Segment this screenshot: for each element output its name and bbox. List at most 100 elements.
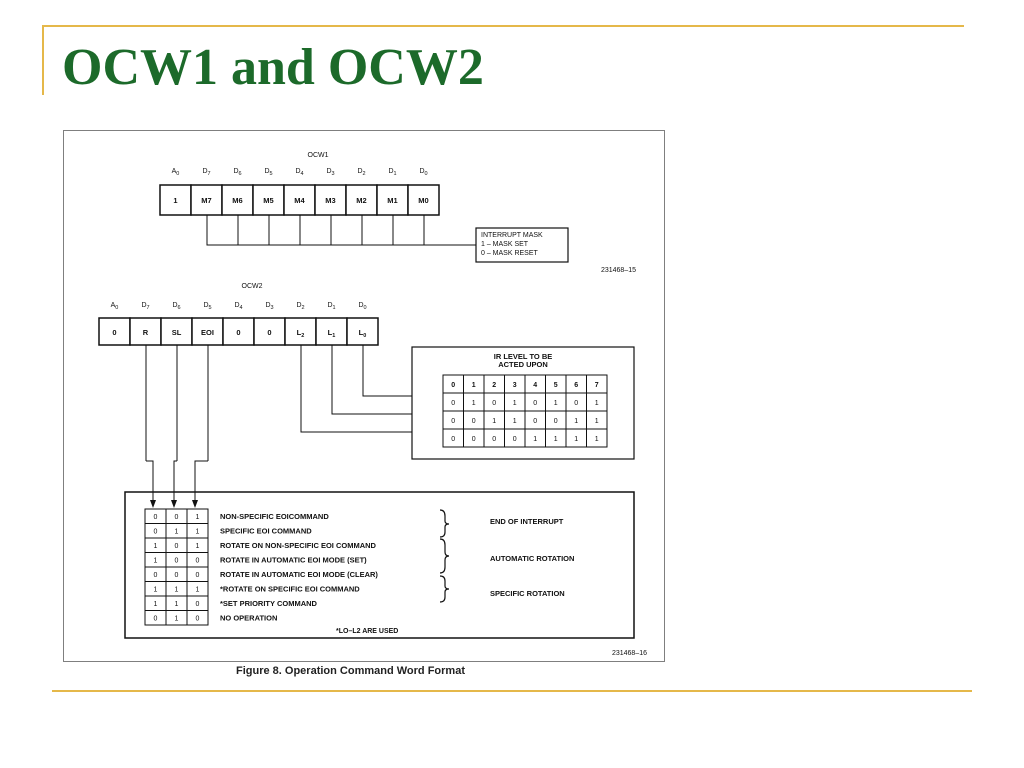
ir-table-value: 5 xyxy=(554,382,558,389)
ir-table-value: 0 xyxy=(451,436,455,443)
ir-table-value: 0 xyxy=(451,418,455,425)
ocw1-cell-text: M5 xyxy=(263,196,273,205)
command-label: SPECIFIC EOI COMMAND xyxy=(220,527,312,536)
ir-table-value: 7 xyxy=(595,382,599,389)
ocw2-figure-number: 231468–16 xyxy=(612,650,647,657)
ocw2-bit-label: D7 xyxy=(141,302,149,311)
command-bit-value: 0 xyxy=(154,514,158,521)
ocw2-cell-text: SL xyxy=(172,328,182,337)
ocw2-cell-text: R xyxy=(143,328,149,337)
ocw1-cell xyxy=(376,184,409,216)
bottom-rule xyxy=(52,690,972,692)
command-bit-value: 0 xyxy=(175,558,179,565)
ir-table-value: 1 xyxy=(472,400,476,407)
ir-title-line-2: ACTED UPON xyxy=(498,360,548,369)
command-label: *ROTATE ON SPECIFIC EOI COMMAND xyxy=(220,585,360,594)
ocw1-bit-label: D2 xyxy=(357,168,365,177)
ocw1-cell-text: 1 xyxy=(173,196,177,205)
ir-table-value: 0 xyxy=(533,400,537,407)
command-bit-value: 0 xyxy=(196,558,200,565)
command-lines xyxy=(145,345,209,506)
ocw2-bit-label: D5 xyxy=(203,302,211,311)
ocw1-cell-text: M0 xyxy=(418,196,428,205)
ir-table-value: 0 xyxy=(492,400,496,407)
ocw1-bit-label: D5 xyxy=(264,168,272,177)
command-bit-value: 1 xyxy=(154,587,158,594)
ocw1-figure-number: 231468–15 xyxy=(601,267,636,274)
command-bit-value: 0 xyxy=(154,529,158,536)
command-label: ROTATE ON NON-SPECIFIC EOI COMMAND xyxy=(220,541,377,550)
ir-table-value: 0 xyxy=(574,400,578,407)
ocw1-cell-text: M7 xyxy=(201,196,211,205)
ir-table-value: 1 xyxy=(513,418,517,425)
group-specific-rotation: SPECIFIC ROTATION xyxy=(490,589,565,598)
command-label: NON-SPECIFIC EOICOMMAND xyxy=(220,512,329,521)
ocw1-bit-label: D4 xyxy=(295,168,303,177)
ocw2-title: OCW2 xyxy=(242,283,263,290)
ir-table-value: 1 xyxy=(554,400,558,407)
ir-table-value: 1 xyxy=(492,418,496,425)
ir-table-value: 0 xyxy=(472,418,476,425)
ir-table-value: 1 xyxy=(554,436,558,443)
group-end-of-interrupt: END OF INTERRUPT xyxy=(490,517,564,526)
ocw2-cell xyxy=(315,317,348,346)
ir-table-value: 1 xyxy=(533,436,537,443)
command-bit-value: 1 xyxy=(196,543,200,550)
top-rule xyxy=(42,25,964,27)
command-bit-value: 1 xyxy=(196,529,200,536)
ir-table-value: 0 xyxy=(451,382,455,389)
ir-table-cell xyxy=(586,428,608,448)
command-bit-value: 1 xyxy=(175,601,179,608)
ir-table-value: 0 xyxy=(513,436,517,443)
ocw2-cell xyxy=(253,317,286,346)
ocw2-cell-text: L1 xyxy=(328,328,336,339)
ir-title-line-1: IR LEVEL TO BE xyxy=(494,352,552,361)
ocw1-cell-text: M2 xyxy=(356,196,366,205)
command-bit-value: 0 xyxy=(196,601,200,608)
group-braces xyxy=(439,509,450,603)
ocw2-bit-label: A0 xyxy=(111,302,119,311)
ocw2-bit-label: D2 xyxy=(296,302,304,311)
command-bit-value: 0 xyxy=(196,616,200,623)
ocw2-cell-text: 0 xyxy=(236,328,240,337)
ocw2-cell-text: L2 xyxy=(297,328,305,339)
ocw2-cell xyxy=(98,317,131,346)
ir-table-value: 0 xyxy=(472,436,476,443)
command-label: *SET PRIORITY COMMAND xyxy=(220,599,318,608)
slide-title: OCW1 and OCW2 xyxy=(62,39,484,96)
ocw1-bit-label: D3 xyxy=(326,168,334,177)
group-automatic-rotation: AUTOMATIC ROTATION xyxy=(490,554,574,563)
ir-table-value: 1 xyxy=(472,382,476,389)
command-bit-value: 0 xyxy=(196,572,200,579)
ocw2-cell-text: 0 xyxy=(267,328,271,337)
command-label: NO OPERATION xyxy=(220,614,277,623)
ir-table-value: 1 xyxy=(574,418,578,425)
ocw2-cell-text: L0 xyxy=(359,328,367,339)
command-bit-cell xyxy=(186,610,209,626)
command-bit-value: 0 xyxy=(175,572,179,579)
ocw1-cell-text: M1 xyxy=(387,196,397,205)
mask-box-line-1: INTERRUPT MASK xyxy=(481,232,543,239)
ocw2-cell xyxy=(284,317,317,346)
ocw1-title: OCW1 xyxy=(308,152,329,159)
ir-table-value: 1 xyxy=(595,400,599,407)
ir-table-value: 2 xyxy=(492,382,496,389)
command-bit-value: 1 xyxy=(196,587,200,594)
ocw1-cell-text: M4 xyxy=(294,196,305,205)
ir-table-value: 3 xyxy=(513,382,517,389)
ir-table-value: 1 xyxy=(574,436,578,443)
ocw1-bit-label: D0 xyxy=(419,168,427,177)
footnote: *LO–L2 ARE USED xyxy=(336,628,398,635)
ocw2-cell-text: 0 xyxy=(112,328,116,337)
command-bit-value: 1 xyxy=(154,543,158,550)
command-bit-value: 1 xyxy=(175,616,179,623)
command-bit-value: 0 xyxy=(175,514,179,521)
ocw1-bit-label: D7 xyxy=(202,168,210,177)
ocw1-cell xyxy=(159,184,192,216)
